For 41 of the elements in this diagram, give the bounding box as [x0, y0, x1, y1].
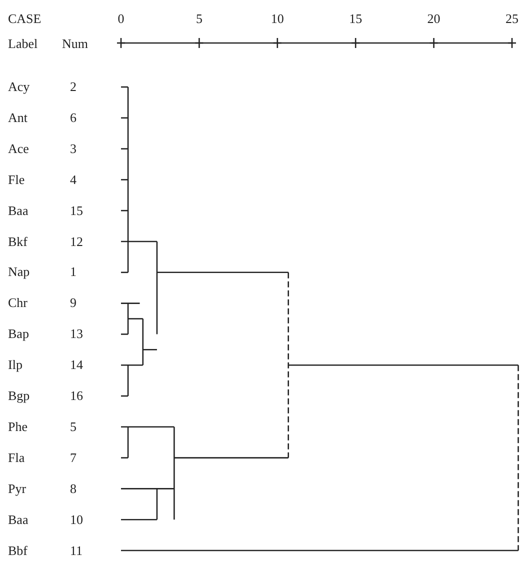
case-number: 6 — [70, 110, 76, 125]
case-number: 5 — [70, 418, 76, 434]
axis-tick-label: 5 — [196, 11, 202, 26]
case-label: Bap — [8, 326, 29, 342]
case-label: Bbf — [8, 542, 28, 558]
case-number: 7 — [70, 450, 76, 465]
case-label: Ilp — [8, 357, 22, 372]
case-number: 3 — [70, 140, 76, 156]
case-number: 14 — [70, 357, 83, 372]
axis-tick-label: 10 — [270, 11, 284, 26]
axis-tick-label: 25 — [506, 11, 518, 26]
case-number: 9 — [70, 295, 76, 310]
case-number: 11 — [70, 542, 83, 558]
case-number: 1 — [70, 264, 76, 280]
case-label: Fle — [8, 172, 25, 187]
case-label: Acy — [8, 79, 30, 94]
axis-tick-label: 0 — [118, 11, 124, 26]
case-number: 2 — [70, 79, 76, 94]
case-label: Bgp — [8, 388, 30, 403]
column-header: Label — [8, 36, 38, 51]
axis-tick-label: 15 — [349, 11, 362, 26]
case-label: Chr — [8, 295, 28, 310]
case-number: 4 — [70, 172, 76, 187]
case-label: Nap — [8, 264, 30, 280]
column-header: CASE — [8, 11, 42, 26]
column-header: Num — [62, 36, 88, 51]
case-label: Baa — [8, 512, 28, 527]
case-label: Ant — [8, 110, 28, 125]
case-label: Fla — [8, 450, 25, 465]
case-number: 15 — [70, 202, 83, 218]
case-label: Bkf — [8, 234, 28, 248]
case-label: Pyr — [8, 480, 26, 496]
case-label: Baa — [8, 202, 28, 218]
case-number: 10 — [70, 512, 83, 527]
case-number: 13 — [70, 326, 83, 342]
case-label: Ace — [8, 140, 29, 156]
case-number: 16 — [70, 388, 83, 403]
case-label: Phe — [8, 418, 28, 434]
axis-tick-label: 20 — [427, 11, 440, 26]
case-number: 12 — [70, 234, 83, 248]
case-number: 8 — [70, 480, 76, 496]
